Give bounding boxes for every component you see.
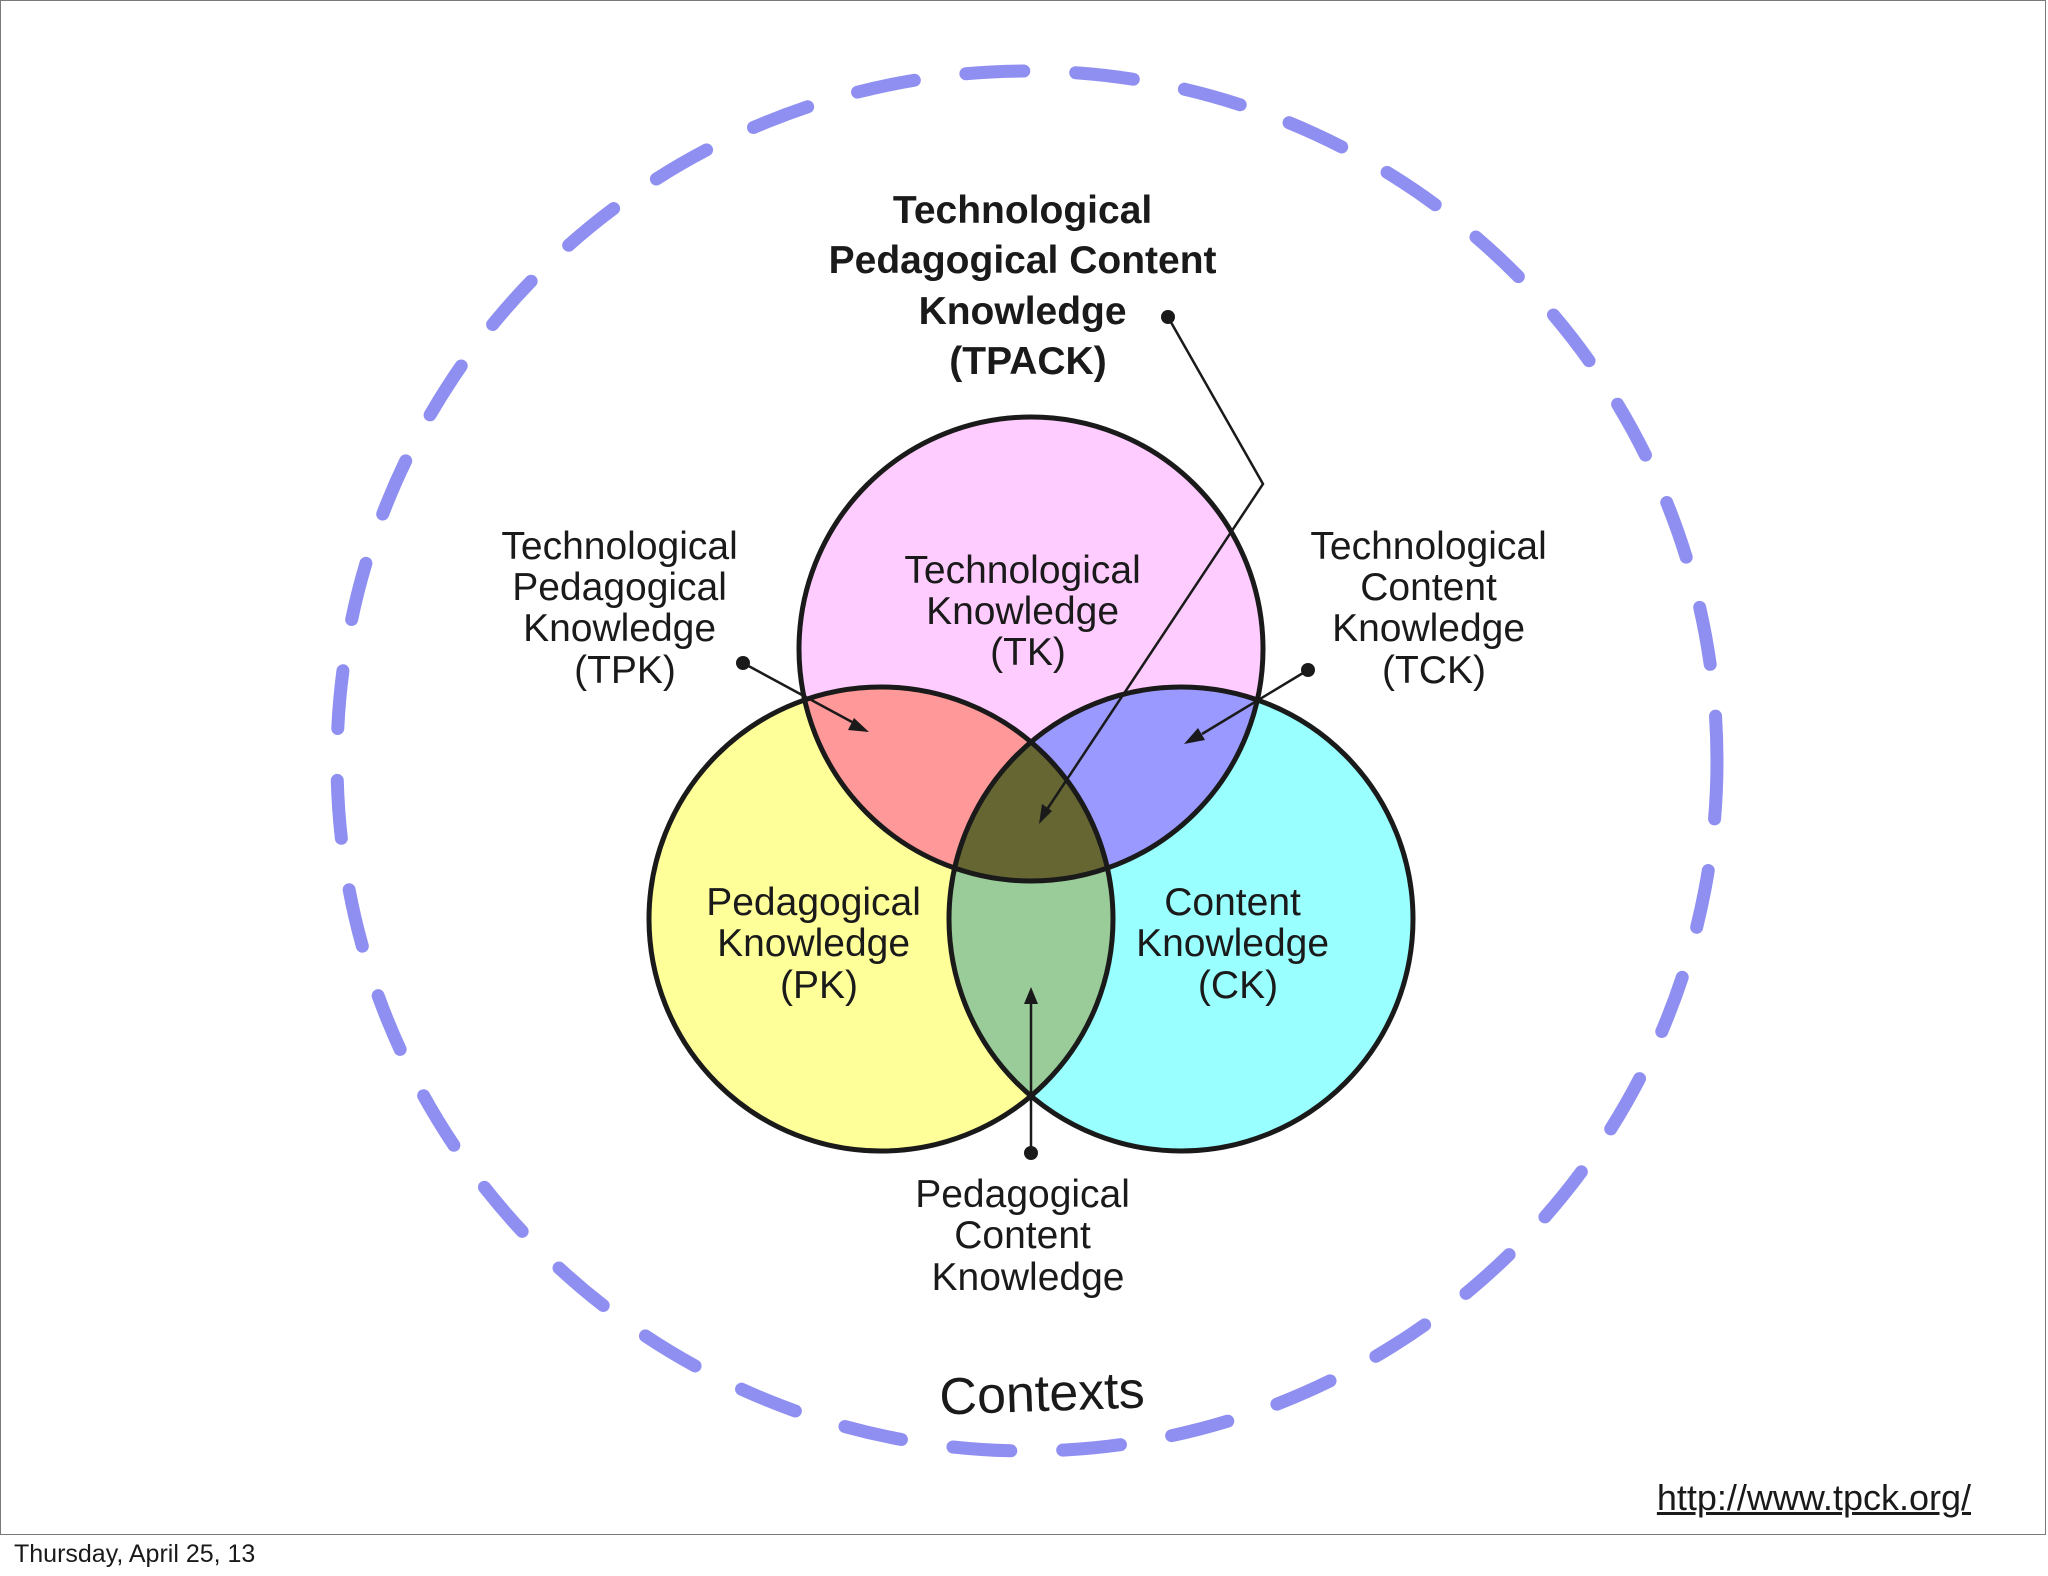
tpk-leader-dot (736, 656, 750, 670)
pck-leader-dot (1024, 1146, 1038, 1160)
tpack-diagram: Technological Knowledge (TK) Pedagogical… (330, 64, 1724, 1458)
tck-leader-line (1201, 668, 1309, 736)
tpack-region (949, 687, 1113, 881)
tck-arrowhead (1184, 728, 1205, 744)
pck-arrowhead (1024, 987, 1038, 1004)
slide: Technological Knowledge (TK) Pedagogical… (0, 0, 2046, 1535)
tpack-leader-line (1042, 316, 1265, 815)
contexts-ring (330, 64, 1724, 1458)
tpk-arrowhead (848, 718, 869, 732)
tck-label: Technological Content Knowledge (TCK) (1310, 525, 1557, 692)
contexts-label: Contexts (938, 1361, 1145, 1426)
tpack-label: Technological Pedagogical Content Knowle… (829, 189, 1228, 383)
footer-date: Thursday, April 25, 13 (14, 1540, 256, 1568)
tpk-leader-line (742, 661, 853, 724)
tck-leader-dot (1301, 663, 1315, 677)
tpack-leader-dot (1161, 310, 1175, 324)
source-link[interactable]: http://www.tpck.org/ (1656, 1477, 1971, 1518)
tpack-arrowhead (1039, 804, 1052, 824)
tk-label: Technological Knowledge (TK) (904, 549, 1151, 674)
ck-label: Content Knowledge (CK) (1136, 881, 1340, 1007)
pk-label: Pedagogical Knowledge (PK) (706, 881, 932, 1007)
tpk-label: Technological Pedagogical Knowledge (TPK… (501, 525, 748, 692)
pck-label: Pedagogical Content Knowledge (915, 1173, 1141, 1299)
